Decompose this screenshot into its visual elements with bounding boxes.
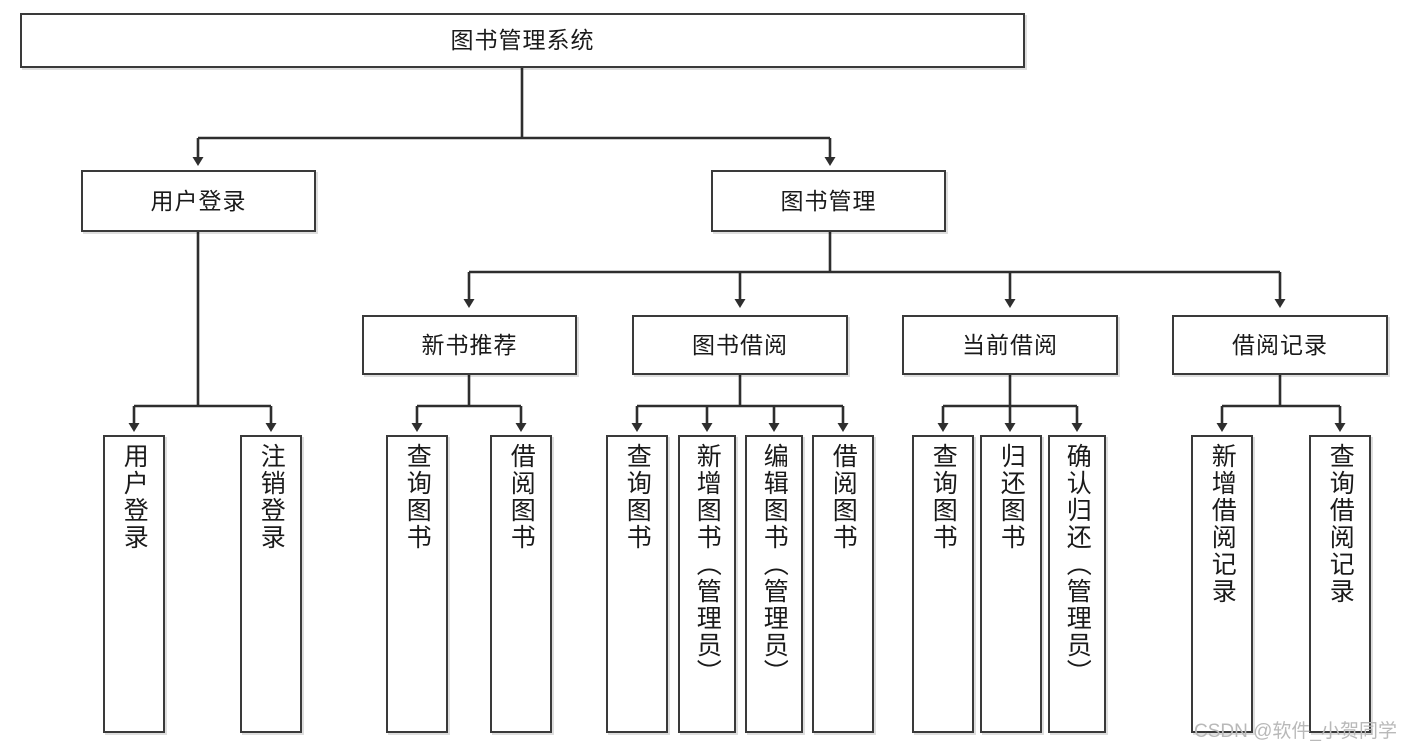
leaf-user-login-login[interactable]: 用户登录	[103, 435, 165, 733]
node-current-borrow[interactable]: 当前借阅	[902, 315, 1118, 375]
node-label: 确认归还（管理员）	[1063, 443, 1092, 686]
leaf-new-book-borrow-book[interactable]: 借阅图书	[490, 435, 552, 733]
node-label: 借阅记录	[1232, 331, 1328, 358]
leaf-user-login-logout[interactable]: 注销登录	[240, 435, 302, 733]
leaf-current-borrow-confirm-return-admin[interactable]: 确认归还（管理员）	[1048, 435, 1106, 733]
node-label: 图书管理系统	[450, 27, 595, 53]
node-label: 新增图书（管理员）	[693, 443, 722, 686]
leaf-book-borrow-query-book[interactable]: 查询图书	[606, 435, 668, 733]
node-root-book-management-system[interactable]: 图书管理系统	[20, 13, 1025, 68]
node-label: 新增借阅记录	[1208, 443, 1237, 605]
node-label: 当前借阅	[962, 331, 1058, 358]
node-label: 用户登录	[150, 187, 247, 214]
node-label: 新书推荐	[421, 331, 518, 358]
node-label: 用户登录	[120, 443, 149, 551]
leaf-book-borrow-edit-book-admin[interactable]: 编辑图书（管理员）	[745, 435, 803, 733]
leaf-borrow-record-query-record[interactable]: 查询借阅记录	[1309, 435, 1371, 733]
leaf-book-borrow-add-book-admin[interactable]: 新增图书（管理员）	[678, 435, 736, 733]
node-book-borrow[interactable]: 图书借阅	[632, 315, 848, 375]
leaf-new-book-query-book[interactable]: 查询图书	[386, 435, 448, 733]
node-label: 查询图书	[929, 443, 958, 551]
leaf-current-borrow-return-book[interactable]: 归还图书	[980, 435, 1042, 733]
node-label: 查询图书	[403, 443, 432, 551]
node-label: 图书管理	[780, 187, 877, 214]
leaf-book-borrow-borrow-book[interactable]: 借阅图书	[812, 435, 874, 733]
node-label: 注销登录	[257, 443, 286, 551]
node-label: 查询图书	[623, 443, 652, 551]
leaf-borrow-record-add-record[interactable]: 新增借阅记录	[1191, 435, 1253, 733]
node-label: 图书借阅	[692, 331, 788, 358]
watermark-text: CSDN @软件_小贺同学	[1194, 721, 1397, 742]
leaf-current-borrow-query-book[interactable]: 查询图书	[912, 435, 974, 733]
node-borrow-record[interactable]: 借阅记录	[1172, 315, 1388, 375]
node-book-management[interactable]: 图书管理	[711, 170, 946, 232]
node-label: 借阅图书	[829, 443, 858, 551]
node-label: 编辑图书（管理员）	[760, 443, 789, 686]
node-new-book-recommend[interactable]: 新书推荐	[362, 315, 577, 375]
node-label: 借阅图书	[507, 443, 536, 551]
node-user-login[interactable]: 用户登录	[81, 170, 316, 232]
node-label: 归还图书	[997, 443, 1026, 551]
node-label: 查询借阅记录	[1326, 443, 1355, 605]
